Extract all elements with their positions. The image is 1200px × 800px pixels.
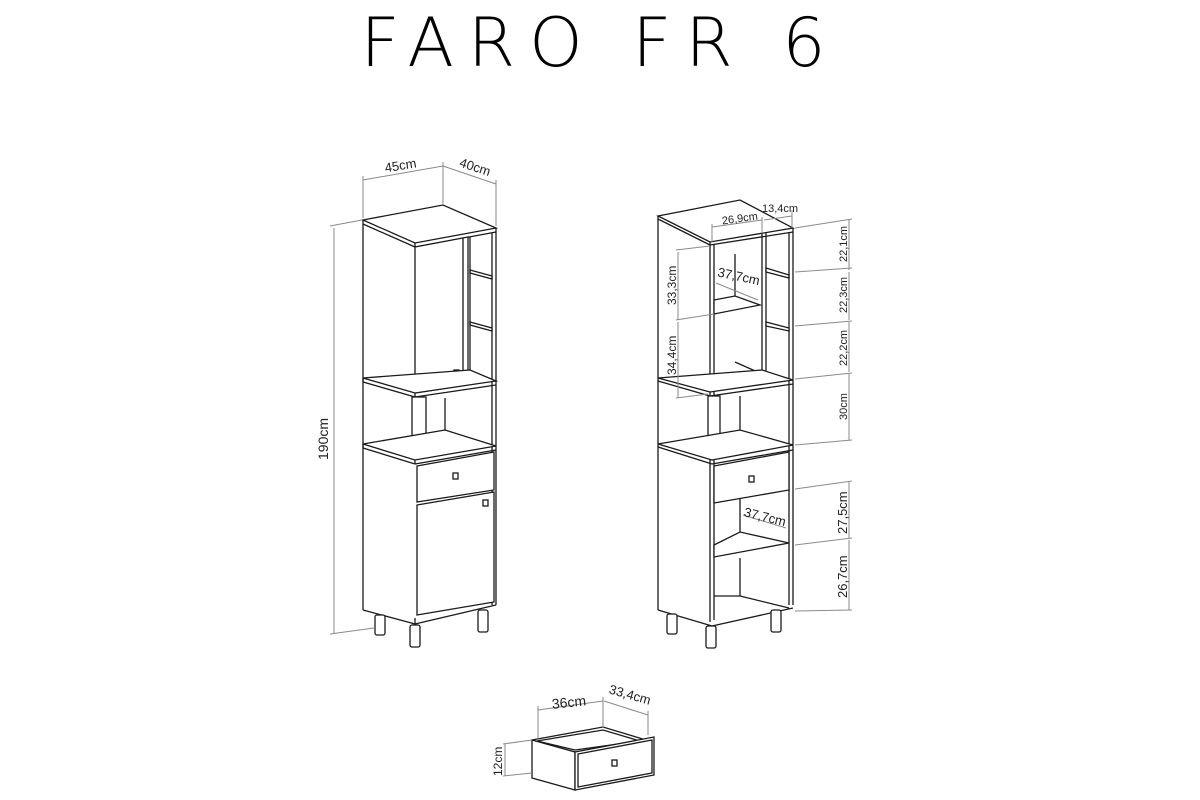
upper-left-height-1: 33,3cm [665, 266, 679, 305]
lower-depth-label: 37,7cm [743, 504, 788, 529]
drawer-height-label: 12cm [491, 747, 505, 776]
front-width-label: 45cm [384, 155, 418, 175]
upper-depth-label: 37,7cm [716, 264, 761, 288]
open-view-dimensions [675, 210, 853, 612]
open-view-cabinet [656, 199, 796, 649]
drawer-drawing [531, 726, 655, 791]
right-height-6: 26,7cm [835, 555, 850, 598]
front-height-label: 190cm [315, 418, 331, 460]
drawer-width-label: 36cm [551, 692, 587, 711]
top-width-label: 26,9cm [721, 211, 758, 228]
front-depth-label: 40cm [458, 155, 493, 179]
right-height-1: 22,1cm [838, 226, 850, 262]
top-side-label: 13,4cm [762, 203, 798, 215]
right-height-5: 27,5cm [835, 491, 850, 534]
right-height-3: 22,2cm [838, 330, 850, 366]
right-height-2: 22,3cm [838, 277, 850, 313]
front-view-cabinet [360, 204, 499, 648]
drawer-dimensions [502, 697, 649, 777]
front-view-dimensions [329, 162, 497, 635]
right-height-4: 30cm [838, 393, 850, 420]
upper-left-height-2: 34,4cm [665, 336, 679, 375]
product-title: FARO FR 6 [360, 4, 840, 83]
